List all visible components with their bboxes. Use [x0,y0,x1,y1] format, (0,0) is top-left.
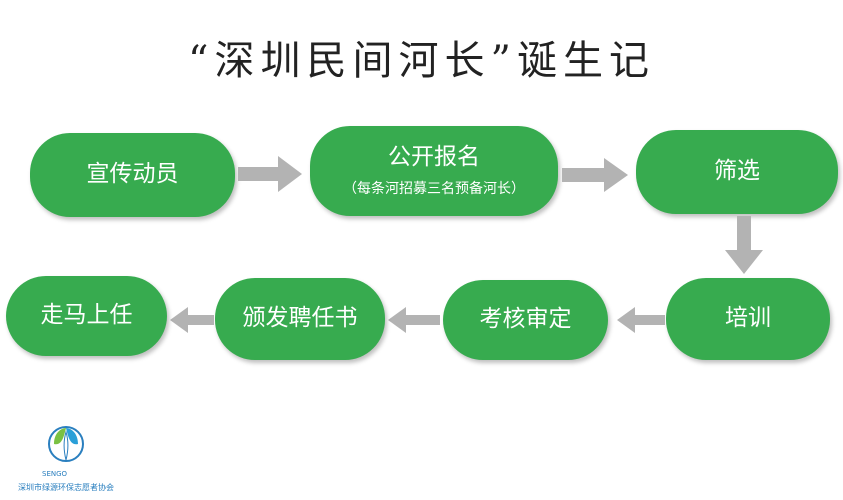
step-label: 颁发聘任书 [242,305,358,332]
logo-brand: SENGO [42,470,68,478]
step-label: 筛选 [714,158,760,185]
step-label: 走马上任 [40,302,133,329]
arrow-left-icon [617,307,665,333]
sengo-logo: SENGO 深圳市绿源环保志愿者协会 [6,420,126,496]
step-assessment: 考核审定 [443,280,608,360]
arrow-right-icon [238,156,302,192]
arrow-right-icon [562,158,628,192]
step-label: 公开报名 [388,144,480,171]
step-open-registration: 公开报名 （每条河招募三名预备河长） [310,126,558,216]
arrow-left-icon [170,307,214,333]
leaf-logo-icon [48,426,84,462]
step-publicity: 宣传动员 [30,133,235,217]
logo-org-name: 深圳市绿源环保志愿者协会 [18,483,114,492]
step-label: 考核审定 [479,306,572,333]
step-take-office: 走马上任 [6,276,167,356]
step-label: 宣传动员 [86,161,179,188]
diagram-title: “深圳民间河长”诞生记 [188,38,655,84]
step-training: 培训 [666,278,830,360]
step-label: 培训 [725,305,771,332]
step-note: （每条河招募三名预备河长） [343,180,525,197]
step-appointment-letter: 颁发聘任书 [215,278,385,360]
arrow-left-icon [388,307,440,333]
arrow-down-icon [725,216,763,274]
step-screening: 筛选 [636,130,838,214]
